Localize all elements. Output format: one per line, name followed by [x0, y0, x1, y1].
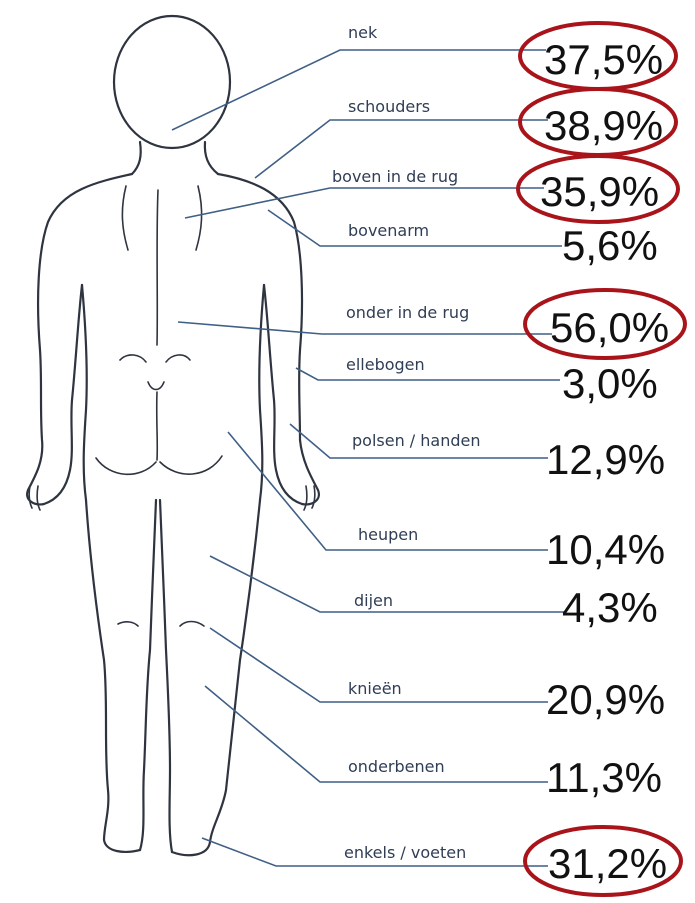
region-label-knieen: knieën [348, 679, 402, 698]
highlight-rings [516, 21, 687, 897]
region-value-polsen-handen: 12,9% [546, 436, 665, 483]
region-label-dijen: dijen [354, 591, 393, 610]
leader-line [184, 187, 544, 219]
sacrum-mark [147, 381, 165, 391]
region-label-nek: nek [348, 23, 378, 42]
region-label-enkels-voeten: enkels / voeten [344, 843, 466, 862]
left-leg-outer [84, 498, 142, 853]
body-figure [26, 14, 320, 857]
right-fingers [303, 485, 316, 511]
region-label-boven-in-de-rug: boven in de rug [332, 167, 458, 186]
right-glute [159, 455, 223, 475]
region-label-onder-in-de-rug: onder in de rug [346, 303, 469, 322]
region-value-heupen: 10,4% [546, 526, 665, 573]
region-value-onder-in-de-rug: 56,0% [550, 304, 669, 351]
region-label-ellebogen: ellebogen [346, 355, 425, 374]
left-blade [121, 185, 129, 251]
right-arm-outer [216, 172, 320, 506]
leader-line [209, 555, 564, 613]
neck-right [203, 140, 220, 176]
region-value-ellebogen: 3,0% [562, 360, 658, 407]
torso-left [80, 283, 88, 502]
region-label-bovenarm: bovenarm [348, 221, 429, 240]
leader-line [177, 321, 552, 335]
left-knee-mark [117, 621, 139, 627]
left-glute [95, 457, 157, 476]
left-dimple [119, 354, 147, 363]
leader-line [204, 685, 548, 783]
region-label-onderbenen: onderbenen [348, 757, 445, 776]
leader-line [295, 367, 560, 381]
spine-line [156, 189, 159, 346]
leader-line [227, 431, 548, 551]
glute-cleft [155, 391, 159, 461]
right-arm-inner [262, 283, 304, 506]
torso-right [258, 283, 266, 502]
leader-line [254, 119, 548, 179]
highlight-ring [523, 825, 683, 897]
region-value-schouders: 38,9% [544, 102, 663, 149]
leader-line [209, 627, 548, 703]
leader-line [201, 837, 548, 867]
leader-line [171, 49, 546, 131]
head-outline [112, 14, 232, 150]
right-blade [195, 185, 203, 251]
leader-lines [171, 49, 564, 867]
right-dimple [165, 354, 191, 363]
highlight-ring [516, 154, 680, 224]
right-leg-inner [158, 498, 174, 854]
region-value-knieen: 20,9% [546, 676, 665, 723]
region-value-dijen: 4,3% [562, 584, 658, 631]
leader-line [289, 423, 548, 459]
highlight-ring [523, 288, 687, 360]
left-leg-inner [138, 498, 158, 852]
region-values: 37,5% 38,9% 35,9% 5,6% 56,0% 3,0% 12,9% … [540, 36, 669, 887]
region-value-bovenarm: 5,6% [562, 222, 658, 269]
left-arm-outer [26, 172, 134, 506]
right-leg-outer [170, 498, 262, 857]
region-value-enkels-voeten: 31,2% [548, 840, 667, 887]
left-fingers [28, 485, 41, 511]
neck-left [130, 140, 142, 176]
left-arm-inner [42, 283, 84, 506]
region-labels: nek schouders boven in de rug bovenarm o… [332, 23, 481, 862]
region-value-boven-in-de-rug: 35,9% [540, 168, 659, 215]
leader-line [267, 209, 562, 247]
region-label-heupen: heupen [358, 525, 418, 544]
region-value-nek: 37,5% [544, 36, 663, 83]
region-value-onderbenen: 11,3% [546, 754, 662, 801]
region-label-polsen-handen: polsen / handen [352, 431, 481, 450]
region-label-schouders: schouders [348, 97, 430, 116]
right-knee-mark [179, 620, 205, 627]
